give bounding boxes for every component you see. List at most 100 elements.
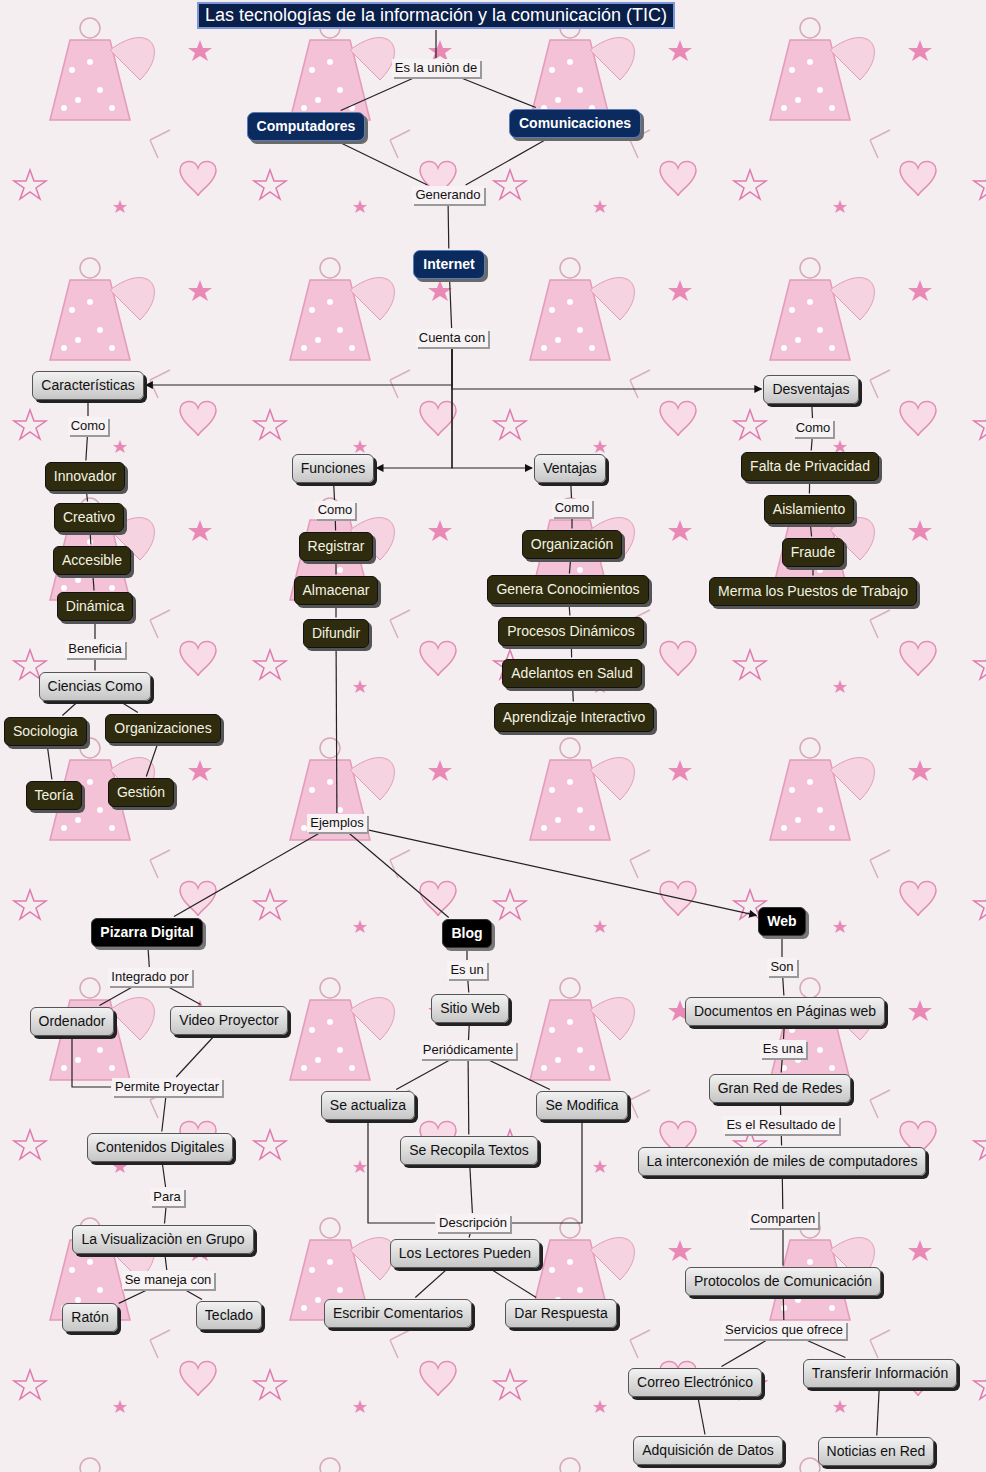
node-text: Descripción [439,1215,507,1231]
linking-phrase: Cuenta con [416,329,489,347]
linking-phrase: Es una [760,1040,806,1058]
node-text: Organización [531,536,614,553]
concept-box: Se actualiza [321,1091,415,1120]
node-text: Comparten [751,1211,815,1227]
connector [461,78,536,108]
node-text: Difundir [312,625,360,642]
connector [87,401,88,417]
connector [780,1104,781,1116]
connector [376,348,452,468]
item-box: Genera Conocimientos [487,575,648,604]
node-text: Como [555,500,590,516]
title-box: Las tecnologías de la información y la c… [197,2,675,29]
connector [165,1207,167,1224]
node-text: Gran Red de Redes [718,1080,843,1097]
concept-box: Sitio Web [431,994,509,1023]
concept-box: Características [32,371,143,400]
item-box: Gestión [108,778,174,807]
linking-phrase: Son [767,958,796,976]
node-text: Genera Conocimientos [496,581,639,598]
node-text: Es el Resultado de [726,1117,835,1133]
concept-box: Transferir Información [803,1359,957,1388]
connector [338,142,428,186]
node-text: Aislamiento [773,501,845,518]
connector [468,1024,470,1041]
connector [93,576,94,591]
node-text: Comunicaciones [519,115,631,132]
node-text: Procesos Dinámicos [507,623,635,640]
connector [120,702,138,713]
main-concept: Internet [413,250,484,279]
concept-box: Protocolos de Comunicación [685,1267,881,1296]
connector [489,1060,550,1090]
node-text: Internet [423,256,474,273]
node-text: Ventajas [543,460,597,477]
connector [782,1229,783,1266]
concept-box: Noticias en Red [818,1437,935,1466]
connector [333,484,335,501]
connector [450,280,452,329]
main-concept: Computadores [247,112,366,141]
node-text: Dinámica [66,598,124,615]
connector [783,1027,785,1040]
connector [415,1269,447,1298]
connector [469,1233,470,1238]
concept-box: Correo Electrónico [628,1368,762,1397]
linking-phrase: Periódicamente [420,1041,516,1059]
connector [811,405,813,419]
connector [490,1269,536,1298]
node-text: Aprendizaje Interactivo [503,709,645,726]
node-text: Ratón [71,1309,108,1326]
linking-phrase: Es el Resultado de [723,1116,838,1134]
item-box: Organización [522,530,623,559]
connector [452,348,762,389]
node-text: Transferir Información [812,1365,948,1382]
linking-phrase: Para [150,1188,183,1206]
linking-phrase: Se maneja con [122,1271,215,1289]
connector [571,647,572,658]
node-text: Accesible [62,552,122,569]
concept-box: La Visualizaciòn en Grupo [72,1225,253,1254]
item-box: Adelantos en Salud [502,659,641,688]
concept-box: Ventajas [534,454,606,483]
concept-box: Video Proyector [170,1006,287,1035]
linking-phrase: Permite Proyectar [112,1078,222,1096]
node-text: Es la uniòn de [395,60,477,76]
connector [811,438,812,451]
item-box: Difundir [303,619,369,648]
connector [572,689,574,702]
connector [568,605,570,616]
node-text: Innovador [54,468,116,485]
connector [162,1163,165,1188]
example-box: Blog [442,919,491,948]
item-box: Organizaciones [105,714,220,743]
node-text: Correo Electrónico [637,1374,753,1391]
node-text: Como [318,502,353,518]
item-box: Aprendizaje Interactivo [494,703,654,732]
connector [810,525,811,537]
concept-box: Teclado [196,1301,262,1330]
connector [877,1389,879,1436]
node-text: Contenidos Digitales [96,1139,224,1156]
node-text: Registrar [308,538,365,555]
node-text: Web [767,913,796,930]
item-box: Sociologia [4,717,87,746]
node-text: Pizarra Digital [100,924,193,941]
connector [783,1297,785,1321]
connector [782,1177,784,1210]
node-text: Para [153,1189,180,1205]
connector [809,482,810,494]
connector [569,560,570,574]
node-text: La Visualizaciòn en Grupo [81,1231,244,1248]
connector [396,1060,450,1090]
node-text: Los Lectores Pueden [399,1245,531,1262]
node-text: La interconexión de miles de computadore… [647,1153,918,1170]
node-text: Documentos en Páginas web [694,1003,876,1020]
node-text: Protocolos de Comunicación [694,1273,872,1290]
item-box: Aislamiento [764,495,854,524]
connector [698,1398,705,1435]
node-text: Teclado [205,1307,253,1324]
connector [783,977,784,996]
node-text: Generando [415,187,480,203]
